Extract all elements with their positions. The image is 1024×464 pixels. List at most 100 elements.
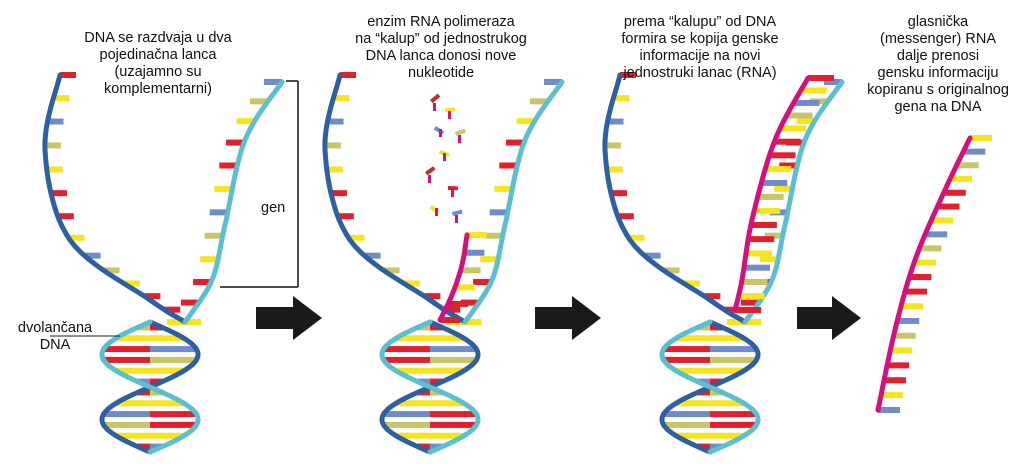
nucleotide-base: [613, 95, 630, 102]
base-pair: [676, 367, 710, 374]
base-pair: [710, 400, 744, 407]
panel-mrna: [875, 135, 992, 413]
nucleotide-base: [236, 118, 255, 125]
nucleotide-base: [53, 95, 70, 102]
base-pair: [430, 421, 477, 428]
nucleotide-base: [786, 112, 813, 119]
nucleotide-base: [937, 203, 960, 210]
base-pair: [150, 367, 184, 374]
base-pair: [383, 356, 430, 363]
base-pair: [150, 443, 163, 450]
nucleotide-base: [340, 72, 356, 78]
nucleotide-base: [444, 306, 461, 313]
base-pair: [710, 411, 757, 418]
free-nucleotide: [448, 111, 451, 119]
nucleotide-base: [68, 234, 85, 241]
nucleotide-base: [403, 280, 420, 287]
base-pair: [103, 411, 150, 418]
caption-step-4: glasnička (messenger) RNA dalje prenosi …: [867, 14, 1009, 115]
nucleotide-base: [881, 392, 904, 399]
nucleotide-base: [193, 279, 212, 286]
nucleotide-base: [884, 377, 907, 384]
base-pair: [676, 335, 710, 342]
nucleotide-base: [893, 332, 916, 339]
base-pair: [697, 443, 710, 450]
nucleotide-base: [330, 190, 347, 197]
nucleotide-base: [604, 142, 621, 149]
base-pair: [676, 432, 710, 439]
arrow-right-icon: [797, 296, 861, 340]
nucleotide-base: [900, 303, 923, 310]
nucleotide-base: [454, 284, 475, 291]
base-pair: [383, 346, 430, 353]
base-pair: [663, 421, 710, 428]
nucleotide-base: [180, 299, 199, 306]
base-pair: [697, 378, 710, 385]
base-pair: [396, 400, 430, 407]
nucleotide-base: [480, 256, 499, 263]
nucleotide-base: [326, 166, 343, 173]
panel-dna-separation: [42, 72, 285, 455]
base-pair: [116, 400, 150, 407]
base-pair: [137, 443, 150, 450]
free-nucleotide: [439, 129, 442, 137]
free-nucleotide: [444, 107, 456, 112]
free-nucleotide: [429, 93, 441, 104]
nucleotide-base: [473, 279, 492, 286]
caption-step-3: prema “kalupu” od DNA formira se kopija …: [621, 14, 779, 81]
nucleotide-base: [460, 299, 479, 306]
nucleotide-base: [925, 231, 948, 238]
base-pair: [150, 400, 184, 407]
base-pair: [710, 335, 744, 342]
base-pair: [417, 443, 430, 450]
nucleotide-base: [750, 221, 777, 228]
nucleotide-base: [800, 87, 827, 94]
base-pair: [710, 346, 757, 353]
nucleotide-base: [704, 293, 721, 300]
nucleotide-base: [606, 166, 623, 173]
gene-bracket: [220, 80, 299, 288]
nucleotide-base: [748, 236, 775, 243]
nucleotide-base: [219, 162, 238, 169]
base-pair: [103, 346, 150, 353]
nucleotide-base: [745, 319, 761, 325]
base-pair: [430, 346, 477, 353]
nucleotide-base: [970, 135, 992, 141]
nucleotide-base: [84, 252, 101, 259]
nucleotide-base: [164, 306, 181, 313]
base-pair: [150, 378, 163, 385]
base-pair: [150, 346, 197, 353]
nucleotide-base: [484, 232, 503, 239]
nucleotide-base: [757, 193, 784, 200]
base-pair: [430, 335, 464, 342]
nucleotide-base: [620, 72, 636, 78]
base-pair: [430, 432, 464, 439]
base-pair: [430, 411, 477, 418]
nucleotide-base: [47, 118, 64, 125]
nucleotide-base: [808, 75, 834, 81]
nucleotide-base: [963, 148, 986, 155]
nucleotide-base: [348, 234, 365, 241]
nucleotide-base: [209, 209, 228, 216]
nucleotide-base: [683, 280, 700, 287]
nucleotide-base: [764, 232, 783, 239]
nucleotide-base: [103, 267, 120, 274]
base-pair: [383, 411, 430, 418]
dna-backbone: [732, 75, 811, 313]
nucleotide-base: [465, 319, 481, 325]
nucleotide-base: [424, 293, 441, 300]
base-pair: [137, 378, 150, 385]
base-pair: [663, 356, 710, 363]
nucleotide-base: [914, 259, 937, 266]
nucleotide-base: [333, 95, 350, 102]
nucleotide-base: [774, 138, 801, 145]
nucleotide-base: [663, 267, 680, 274]
nucleotide-base: [610, 190, 627, 197]
nucleotide-base: [909, 274, 932, 281]
nucleotide-base: [60, 72, 76, 78]
arrow-right-icon: [256, 296, 322, 340]
nucleotide-base: [494, 185, 513, 192]
nucleotide-base: [467, 232, 487, 238]
base-pair: [430, 400, 464, 407]
nucleotide-base: [931, 217, 954, 224]
